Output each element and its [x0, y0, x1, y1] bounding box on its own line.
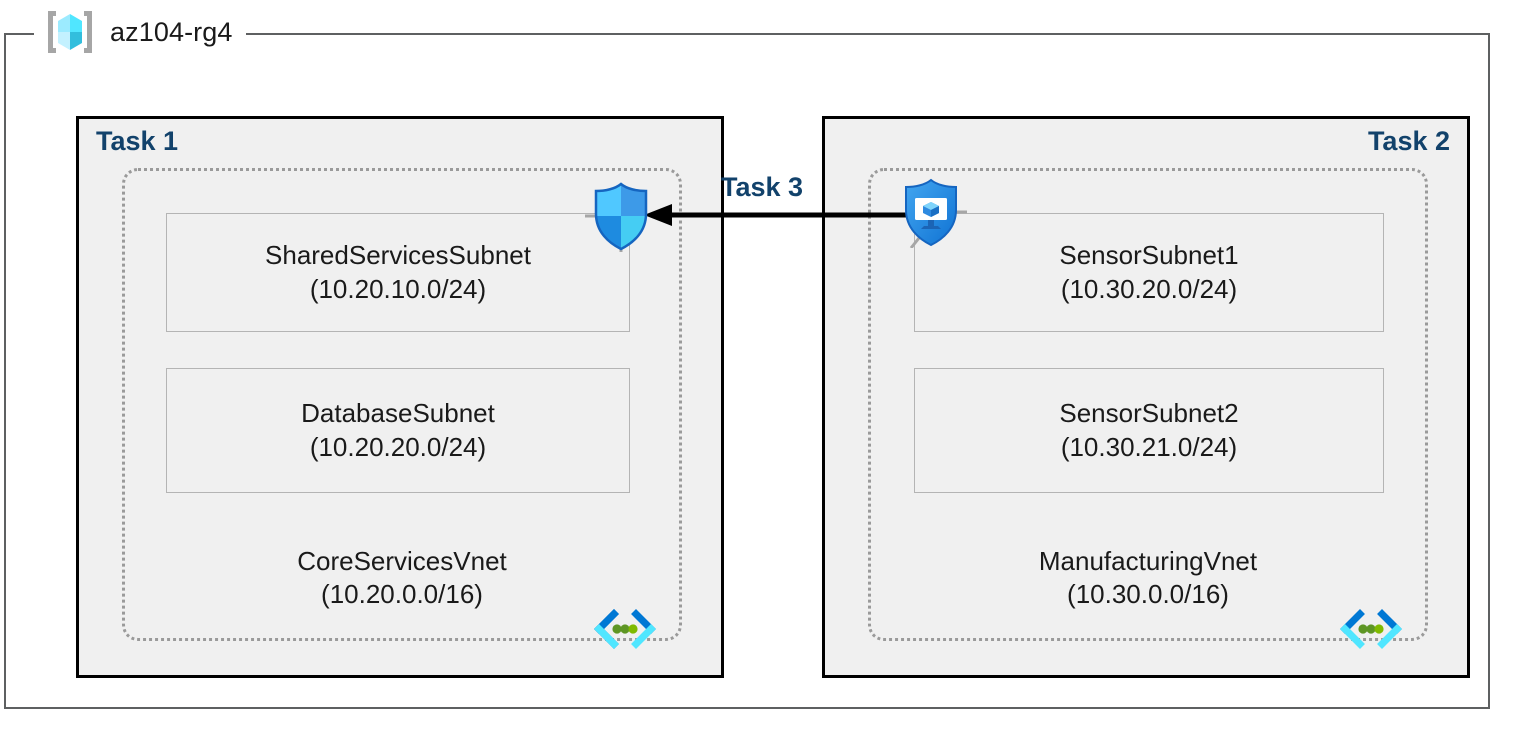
subnet-sensor-1: SensorSubnet1 (10.30.20.0/24) [914, 213, 1384, 332]
resource-group-frame [4, 33, 1490, 709]
resource-group-name: az104-rg4 [110, 16, 233, 47]
vnet-peering-arrow [640, 200, 906, 230]
subnet-name: SensorSubnet2 [1059, 398, 1239, 429]
vnet-coreservices-boundary [122, 168, 682, 641]
subnet-name: SensorSubnet1 [1059, 240, 1239, 271]
subnet-sharedservices: SharedServicesSubnet (10.20.10.0/24) [166, 213, 630, 332]
vnet-cidr: (10.20.0.0/16) [321, 579, 483, 610]
vnet-name: ManufacturingVnet [1038, 546, 1258, 576]
vnet-manufacturing-boundary [868, 168, 1428, 641]
vnet-gateway-shield-monitor-icon [895, 176, 967, 249]
resource-group-cube-icon [44, 8, 96, 56]
virtual-network-icon [594, 609, 656, 649]
vnet-cidr: (10.30.0.0/16) [1067, 579, 1229, 610]
subnet-cidr: (10.30.21.0/24) [1060, 431, 1238, 462]
subnet-sensor-2: SensorSubnet2 (10.30.21.0/24) [914, 368, 1384, 493]
vnet-coreservices-caption: CoreServicesVnet (10.20.0.0/16) [122, 545, 682, 612]
subnet-name: DatabaseSubnet [301, 398, 495, 429]
task-3-label: Task 3 [721, 172, 804, 202]
task-2-container [822, 116, 1470, 678]
subnet-cidr: (10.30.20.0/24) [1060, 273, 1238, 304]
subnet-cidr: (10.20.10.0/24) [309, 273, 487, 304]
subnet-database: DatabaseSubnet (10.20.20.0/24) [166, 368, 630, 493]
vnet-manufacturing-caption: ManufacturingVnet (10.30.0.0/16) [868, 545, 1428, 612]
subnet-cidr: (10.20.20.0/24) [309, 431, 487, 462]
vnet-name: CoreServicesVnet [297, 546, 507, 576]
subnet-name: SharedServicesSubnet [265, 240, 531, 271]
task-2-label: Task 2 [1367, 126, 1450, 156]
resource-group-legend: az104-rg4 [34, 0, 247, 64]
vnet-peering-shield-icon [585, 180, 657, 252]
task-1-label: Task 1 [96, 126, 179, 156]
virtual-network-icon [1340, 609, 1402, 649]
